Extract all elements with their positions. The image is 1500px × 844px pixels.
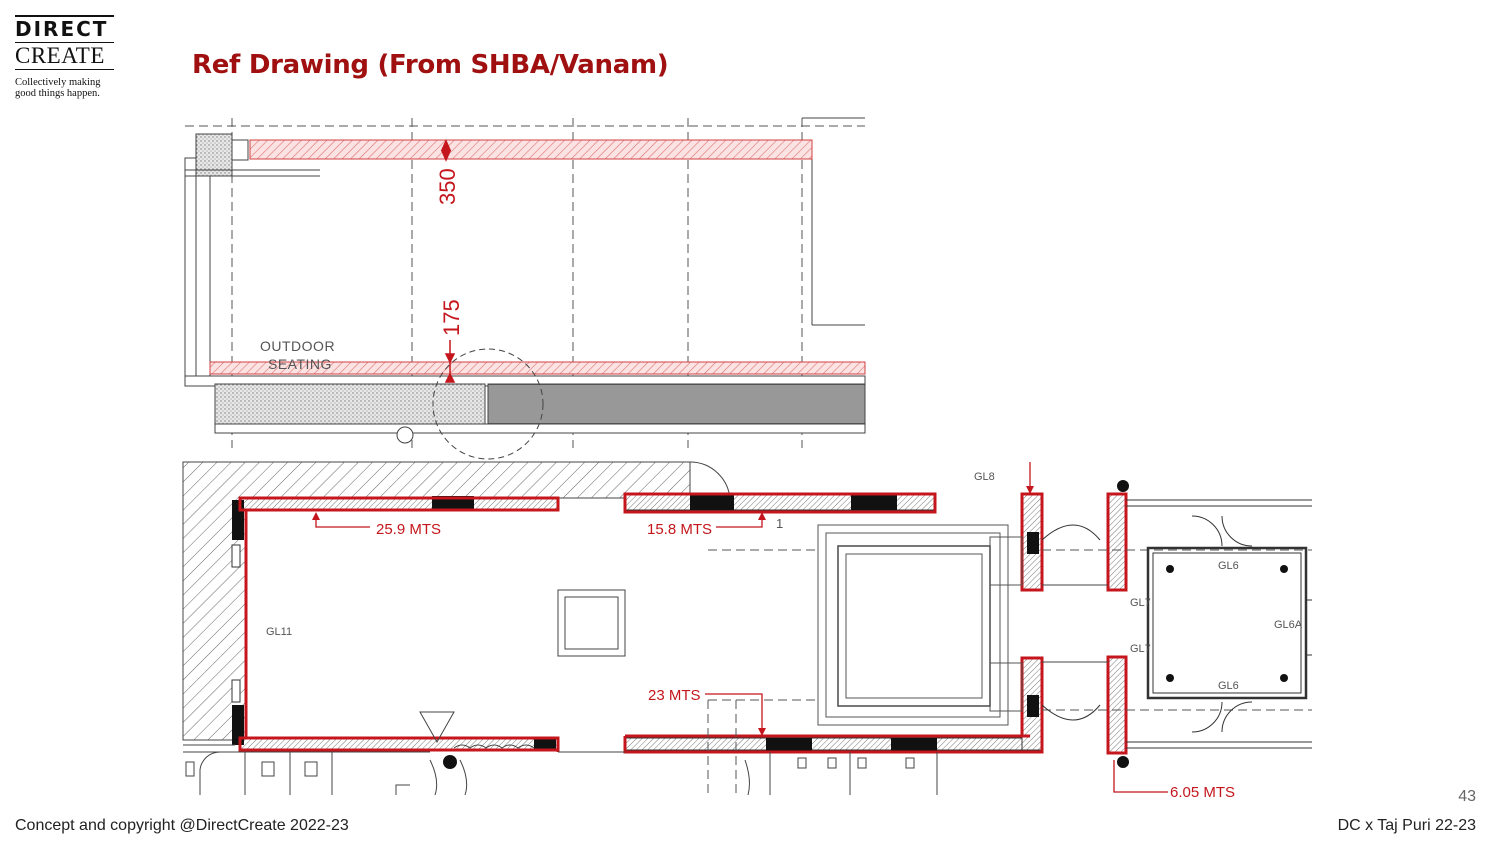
dim-350-label: 350 [435, 168, 460, 205]
brand-logo: DIRECT CREATE Collectively making good t… [15, 15, 125, 99]
footer-copyright: Concept and copyright @DirectCreate 2022… [15, 817, 349, 834]
gl6-top-label: GL6 [1218, 560, 1239, 572]
page-number: 43 [1458, 788, 1476, 805]
mark-1-label: 1 [776, 516, 783, 531]
bottom-drawing: 25.9 MTS 15.8 MTS 23 MTS 6.05 MTS 1 GL8 … [182, 461, 1312, 801]
bottom-red-band [209, 361, 866, 375]
gl7-top-label: GL7 [1130, 597, 1151, 609]
main-hall-outline [246, 510, 1036, 738]
logo-tagline-line1: Collectively making [15, 77, 101, 88]
top-drawing: 350 175 OUTDOOR SEATING [184, 117, 866, 460]
gl7-bottom-label: GL7 [1130, 643, 1151, 655]
seating-label: SEATING [268, 356, 332, 372]
outdoor-label: OUTDOOR [260, 338, 335, 354]
gl6a-label: GL6A [1274, 619, 1303, 631]
footer-project: DC x Taj Puri 22-23 [1337, 817, 1476, 834]
dim-15-8-label: 15.8 MTS [647, 521, 712, 538]
gl8-label: GL8 [974, 471, 995, 483]
gl6-bottom-label: GL6 [1218, 680, 1239, 692]
dim-23-label: 23 MTS [648, 687, 701, 704]
logo-line-create: CREATE [15, 43, 114, 70]
logo-tagline: Collectively making good things happen. [15, 77, 125, 99]
gl11-label: GL11 [266, 626, 292, 638]
top-red-band [249, 139, 813, 160]
dim-6-05-label: 6.05 MTS [1170, 784, 1235, 801]
logo-line-direct: DIRECT [15, 15, 114, 43]
logo-tagline-line2: good things happen. [15, 88, 100, 99]
page-title: Ref Drawing (From SHBA/Vanam) [192, 50, 669, 80]
dim-25-9-label: 25.9 MTS [376, 521, 441, 538]
dim-175-label: 175 [439, 299, 464, 336]
